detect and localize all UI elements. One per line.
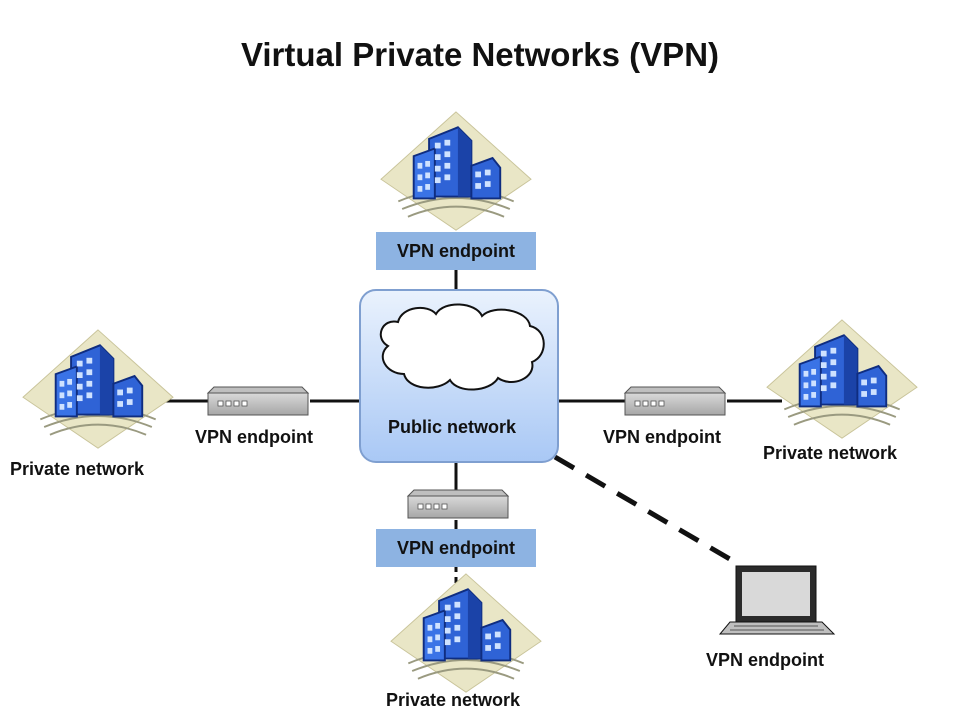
public-network-label: Public network — [388, 417, 517, 437]
vpn-endpoint-left: VPN endpoint — [195, 427, 313, 447]
router-icon-right — [624, 386, 726, 416]
remote-access-link — [553, 454, 742, 568]
building-icon-left — [22, 328, 174, 450]
building-icon-bottom — [390, 572, 542, 694]
private-network-bottom: Private network — [386, 690, 521, 710]
router-icon-bottom — [407, 489, 509, 519]
laptop-icon — [718, 565, 836, 635]
building-icon-right — [766, 318, 918, 440]
vpn-endpoint-top: VPN endpoint — [376, 232, 536, 270]
router-icon-left — [207, 386, 309, 416]
public-network-panel — [359, 289, 559, 463]
private-network-left: Private network — [10, 459, 145, 479]
vpn-endpoint-laptop: VPN endpoint — [706, 650, 824, 670]
cloud-icon — [379, 303, 545, 391]
vpn-endpoint-bottom: VPN endpoint — [376, 529, 536, 567]
vpn-endpoint-right: VPN endpoint — [603, 427, 721, 447]
building-icon-top — [380, 110, 532, 232]
page-title: Virtual Private Networks (VPN) — [240, 36, 720, 73]
private-network-right: Private network — [763, 443, 898, 463]
